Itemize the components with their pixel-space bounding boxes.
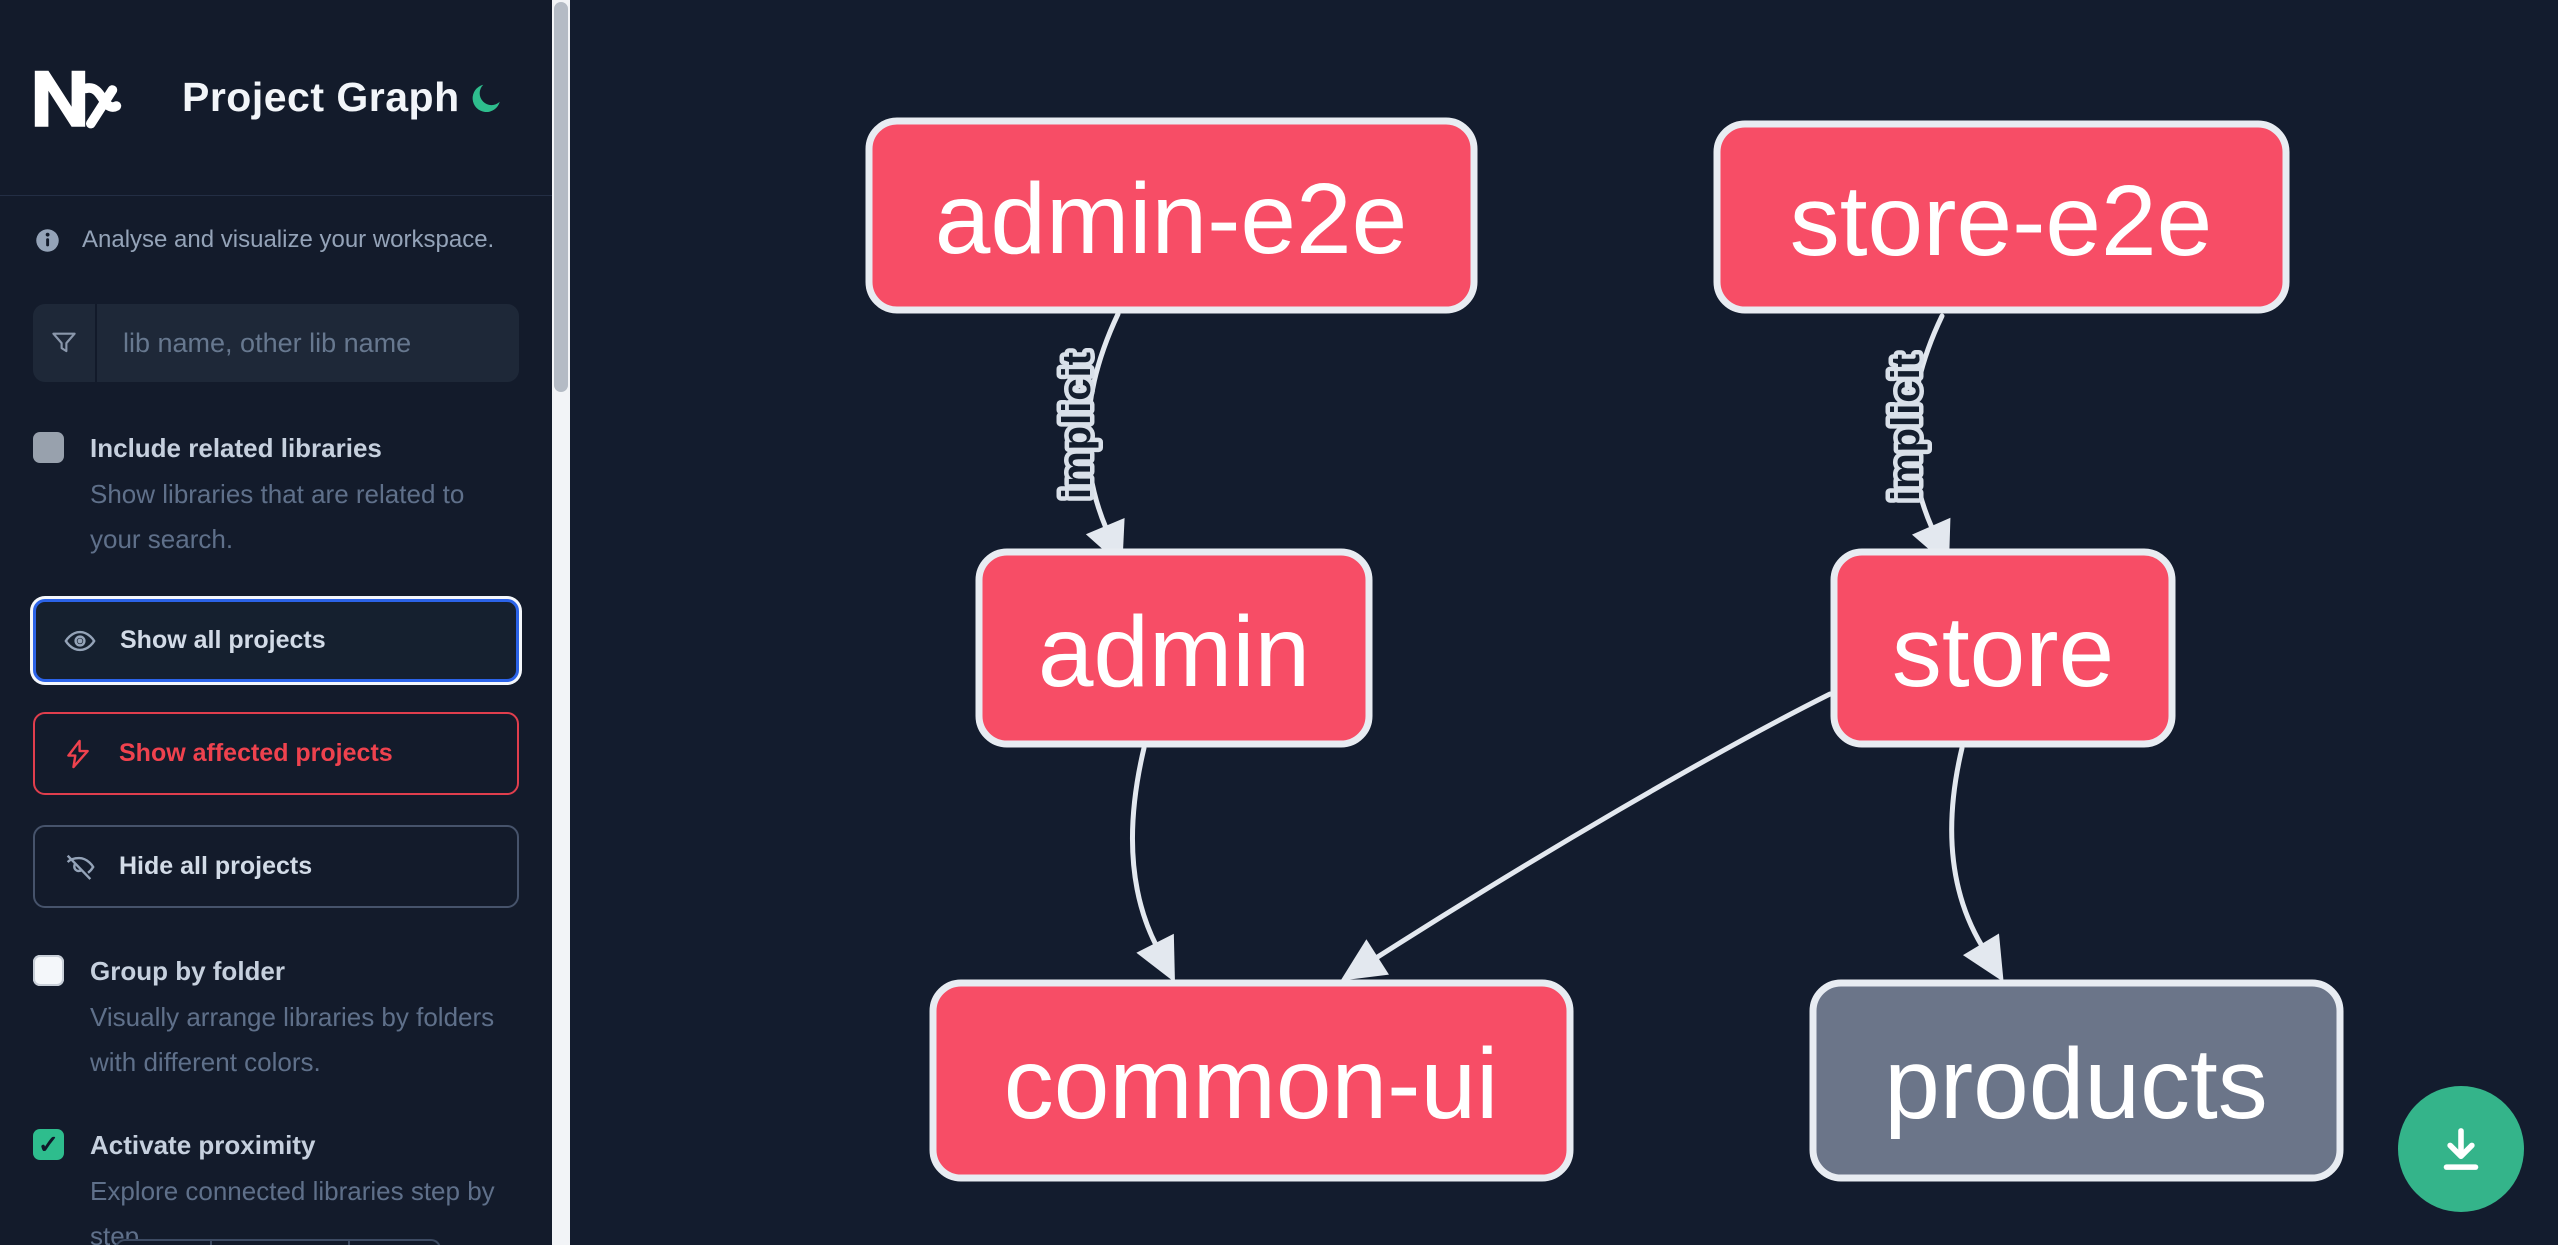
activate-proximity-checkbox[interactable]: ✓ [33, 1129, 64, 1160]
svg-text:store-e2e: store-e2e [1790, 165, 2212, 277]
show-affected-projects-button[interactable]: Show affected projects [33, 712, 519, 795]
edge-label-implicit: implicit [1884, 353, 1928, 501]
graph-node-store[interactable]: store [1830, 548, 2176, 748]
moon-icon [472, 84, 500, 112]
edge-label-implicit: implicit [1055, 351, 1099, 499]
graph-node-admin[interactable]: admin [975, 548, 1373, 748]
graph-node-common-ui[interactable]: common-ui [929, 979, 1574, 1182]
toggle-description: Show libraries that are related to your … [90, 479, 465, 554]
dark-mode-toggle[interactable] [468, 79, 506, 117]
segment-button[interactable] [350, 1241, 439, 1245]
download-icon [2443, 1128, 2479, 1170]
graph-node-admin-e2e[interactable]: admin-e2e [865, 117, 1478, 314]
toggle-description: Explore connected libraries step by step… [90, 1176, 495, 1245]
sidebar-scrollbar-track[interactable] [552, 0, 570, 1245]
proximity-depth-control[interactable] [115, 1239, 441, 1245]
filter-icon-cell [33, 304, 97, 382]
group-by-folder-checkbox[interactable] [33, 955, 64, 986]
edge-store-to-products [1949, 745, 2004, 983]
nx-logo [34, 70, 122, 128]
show-all-projects-label: Show all projects [120, 626, 326, 654]
show-all-projects-button[interactable]: Show all projects [33, 599, 519, 682]
segment-button[interactable] [117, 1241, 212, 1245]
search-box [33, 304, 519, 382]
toggle-activate-proximity: ✓ Activate proximity Explore connected l… [33, 1125, 519, 1245]
toggle-label: Activate proximity [90, 1130, 316, 1160]
search-input[interactable] [97, 304, 519, 382]
hide-all-projects-label: Hide all projects [119, 852, 313, 880]
svg-text:admin-e2e: admin-e2e [935, 163, 1408, 275]
sidebar-header: Project Graph [0, 0, 552, 196]
toggle-label: Group by folder [90, 956, 285, 986]
toggle-include-related: Include related libraries Show libraries… [33, 428, 519, 562]
edge-admin-e2e-to-admin [1085, 311, 1125, 567]
svg-text:admin: admin [1038, 596, 1310, 708]
checkmark-icon: ✓ [38, 1130, 59, 1159]
svg-text:store: store [1892, 596, 2114, 708]
edge-store-to-common-ui [1340, 691, 1833, 981]
sidebar: Project Graph Analyse and visualize your… [0, 0, 552, 1245]
graph-node-store-e2e[interactable]: store-e2e [1713, 120, 2290, 314]
edge-store-e2e-to-store [1909, 313, 1951, 567]
toggle-group-by-folder: Group by folder Visually arrange librari… [33, 951, 519, 1085]
svg-text:common-ui: common-ui [1004, 1028, 1499, 1140]
toggle-label: Include related libraries [90, 433, 382, 463]
hide-all-projects-button[interactable]: Hide all projects [33, 825, 519, 908]
segment-button[interactable] [212, 1241, 350, 1245]
filter-funnel-icon [52, 332, 76, 353]
include-related-checkbox[interactable] [33, 432, 64, 463]
info-icon [36, 228, 59, 252]
graph-edges: implicit implicit [1051, 311, 2004, 983]
sidebar-scrollbar-thumb[interactable] [554, 2, 568, 392]
workspace-tagline-row: Analyse and visualize your workspace. [34, 226, 518, 254]
workspace-tagline: Analyse and visualize your workspace. [82, 226, 495, 253]
toggle-description: Visually arrange libraries by folders wi… [90, 1002, 495, 1077]
graph-node-products[interactable]: products [1809, 979, 2344, 1182]
show-affected-projects-label: Show affected projects [119, 739, 393, 767]
lightning-bolt-icon [62, 737, 96, 771]
edge-admin-to-common-ui [1129, 745, 1175, 983]
eye-icon [63, 624, 97, 658]
download-graph-button[interactable] [2398, 1086, 2524, 1212]
svg-text:products: products [1884, 1028, 2268, 1140]
page-title: Project Graph [182, 74, 460, 120]
eye-off-icon [62, 850, 96, 884]
